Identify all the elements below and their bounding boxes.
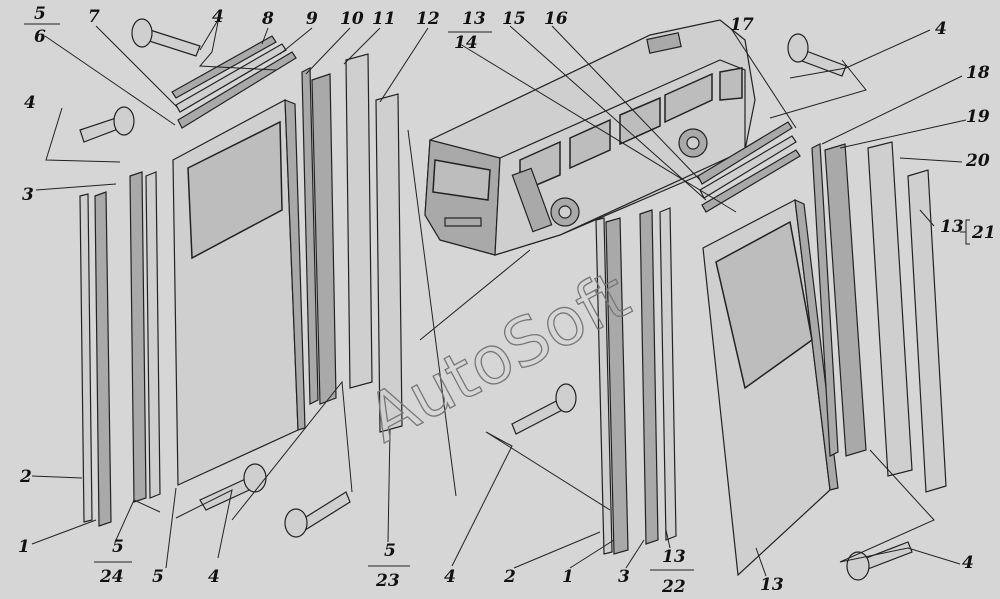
seal-part-3b-left xyxy=(145,171,161,499)
label-13-door: 13 xyxy=(760,575,784,595)
screw-icon xyxy=(131,18,201,57)
label-5-23-num: 5 xyxy=(384,541,396,561)
label-5-23-den: 23 xyxy=(375,571,400,591)
label-4-topright: 4 xyxy=(935,19,947,39)
channel-part-11 xyxy=(345,53,373,389)
label-3-right: 3 xyxy=(618,567,630,587)
channel-part-21 xyxy=(907,169,947,493)
seal-part-19 xyxy=(824,143,867,457)
label-4-left: 4 xyxy=(24,93,36,113)
screw-icon xyxy=(787,33,847,77)
seal-part-3-left xyxy=(129,171,147,503)
strip-part-22 xyxy=(659,207,677,541)
label-13-14-den: 14 xyxy=(454,33,478,53)
label-5-6-den: 6 xyxy=(34,27,46,47)
label-5-24-num: 5 xyxy=(112,537,124,557)
label-11: 11 xyxy=(372,9,396,29)
label-9: 9 xyxy=(306,9,318,29)
seal-part-3-right xyxy=(639,209,659,545)
label-5-24-den: 24 xyxy=(99,567,124,587)
label-16: 16 xyxy=(544,9,568,29)
label-4-bottomleft: 4 xyxy=(208,567,220,587)
seal-part-10 xyxy=(311,73,337,405)
label-8: 8 xyxy=(261,9,274,29)
rail-part-15 xyxy=(699,135,797,199)
label-10: 10 xyxy=(340,9,364,29)
seal-part-1-right xyxy=(605,217,629,555)
label-19: 19 xyxy=(966,107,990,127)
label-13-14-num: 13 xyxy=(462,9,486,29)
channel-part-12 xyxy=(375,93,403,433)
label-18: 18 xyxy=(966,63,990,83)
label-4-bottommid: 4 xyxy=(444,567,456,587)
label-13-22-num: 13 xyxy=(662,547,686,567)
label-1-right: 1 xyxy=(562,567,574,587)
rail-part-7 xyxy=(175,43,287,113)
callout-labels: 5 6 7 4 8 9 10 11 12 13 14 15 16 17 4 18… xyxy=(18,4,996,597)
label-2-right: 2 xyxy=(503,567,516,587)
seal-part-9 xyxy=(301,67,319,405)
label-12: 12 xyxy=(416,9,440,29)
rail-part-14 xyxy=(701,149,801,213)
bus-illustration xyxy=(424,19,756,256)
screw-icon xyxy=(79,106,135,143)
strip-part-2-left xyxy=(79,193,93,523)
label-1-left: 1 xyxy=(18,537,30,557)
rail-part-6 xyxy=(177,51,297,129)
label-13-22-den: 22 xyxy=(661,577,686,597)
strip-part-2-right xyxy=(595,217,613,555)
label-17: 17 xyxy=(730,15,754,35)
label-7: 7 xyxy=(88,7,100,27)
screw-icon xyxy=(511,383,577,435)
label-4-bottomright: 4 xyxy=(962,553,974,573)
label-15: 15 xyxy=(502,9,526,29)
seal-part-1-left xyxy=(94,191,112,527)
label-3-left: 3 xyxy=(22,185,34,205)
label-21: 21 xyxy=(971,223,996,243)
door-left xyxy=(172,99,306,486)
label-2-left: 2 xyxy=(19,467,32,487)
leader-lines xyxy=(31,19,967,577)
label-5-6-num: 5 xyxy=(34,4,46,24)
channel-part-20 xyxy=(867,141,913,477)
seal-part-18 xyxy=(811,143,839,457)
label-13-21: 13 xyxy=(940,217,964,237)
label-20: 20 xyxy=(965,151,990,171)
label-5-bottom: 5 xyxy=(152,567,164,587)
label-4-top: 4 xyxy=(212,7,224,27)
screw-icon xyxy=(846,541,913,581)
screw-icon xyxy=(284,491,351,538)
rail-part-16 xyxy=(697,121,793,185)
